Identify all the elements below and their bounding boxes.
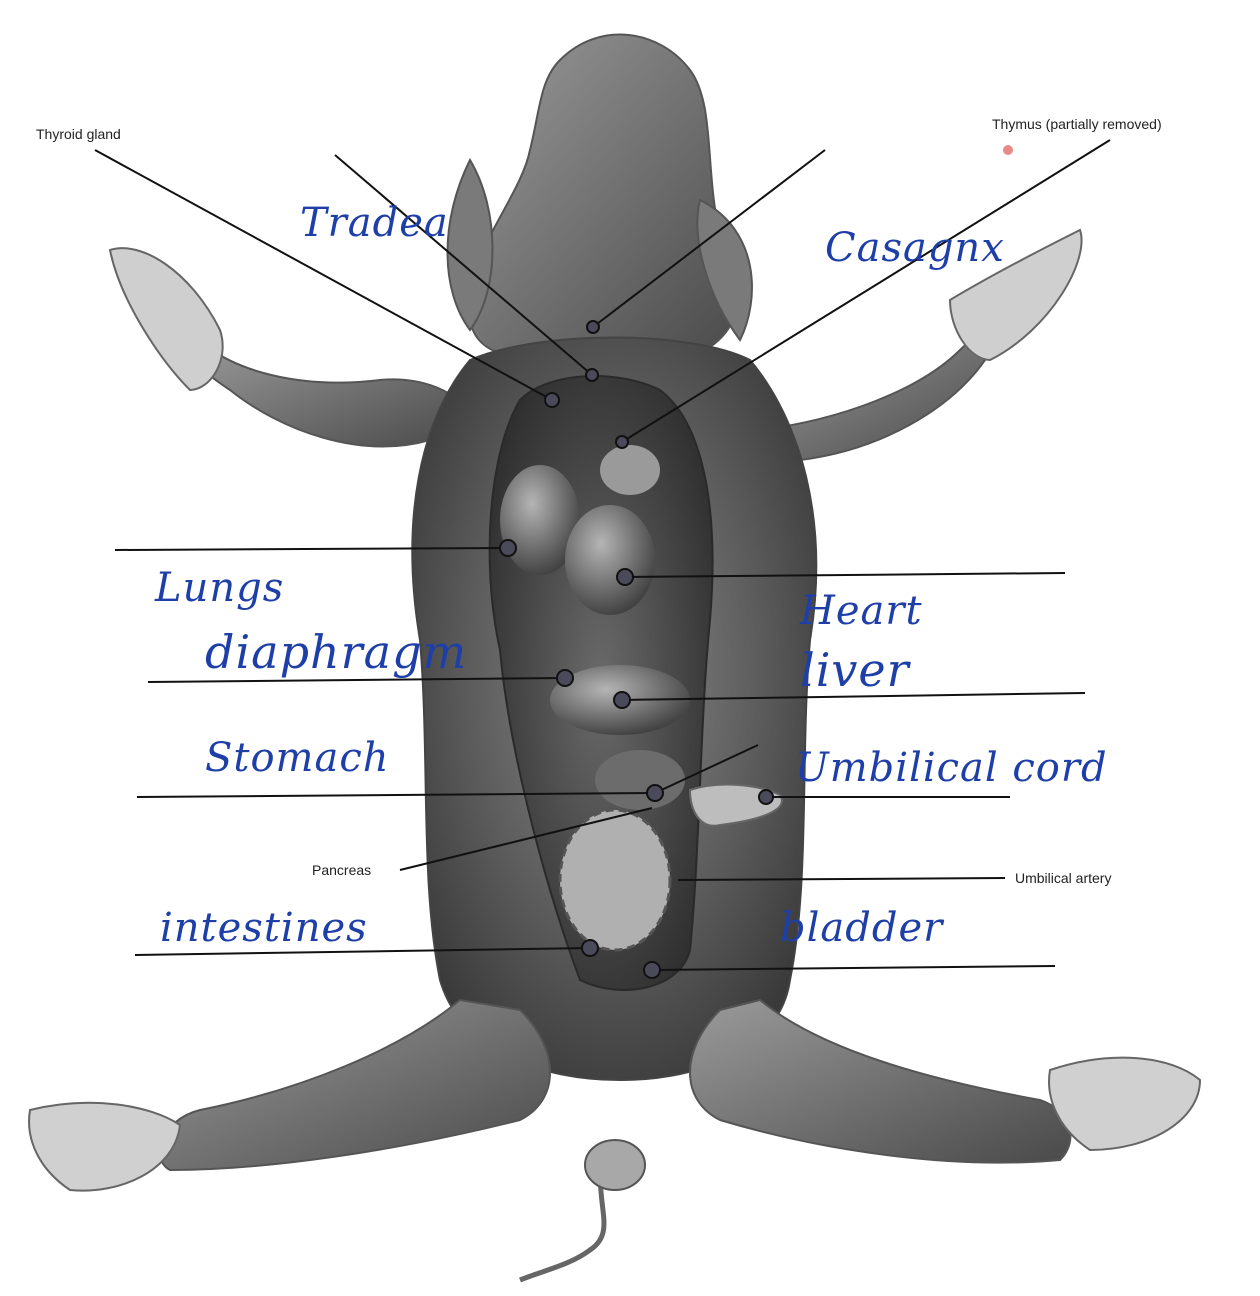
pin-trachea	[586, 369, 598, 381]
red-mark	[1003, 145, 1013, 155]
pin-thymus	[616, 436, 628, 448]
pin-umbilical-cord	[759, 790, 773, 804]
label-umbilical-artery: Umbilical artery	[1015, 870, 1111, 886]
stomach-organ	[595, 750, 685, 810]
label-thymus: Thymus (partially removed)	[992, 116, 1162, 132]
front-hoof-left	[110, 248, 223, 390]
hind-limb-left	[160, 1000, 550, 1170]
pin-bladder	[644, 962, 660, 978]
handwritten-liver: liver	[800, 643, 910, 697]
handwritten-lungs: Lungs	[155, 565, 284, 611]
label-thyroid-gland: Thyroid gland	[36, 126, 121, 142]
pin-lungs	[500, 540, 516, 556]
pin-liver	[614, 692, 630, 708]
pin-heart	[617, 569, 633, 585]
handwritten-stomach: Stomach	[205, 735, 390, 781]
thymus-organ	[600, 445, 660, 495]
hind-hoof-right	[1049, 1058, 1200, 1150]
label-pancreas: Pancreas	[312, 862, 371, 878]
pin-intestines	[582, 940, 598, 956]
handwritten-heart: Heart	[800, 588, 923, 634]
handwritten-intestines: intestines	[160, 905, 368, 951]
heart-organ	[565, 505, 655, 615]
pig-genital-area	[585, 1140, 645, 1190]
intestines-organ	[560, 810, 670, 950]
hind-hoof-left	[29, 1103, 180, 1191]
pig-head	[469, 35, 738, 362]
pin-larynx	[587, 321, 599, 333]
handwritten-bladder: bladder	[780, 905, 943, 951]
pin-thyroid	[545, 393, 559, 407]
handwritten-diaphragm: diaphragm	[205, 625, 467, 679]
pin-stomach	[647, 785, 663, 801]
handwritten-umbilical-cord: Umbilical cord	[795, 745, 1108, 791]
pin-diaphragm	[557, 670, 573, 686]
hind-limb-right	[690, 1000, 1070, 1163]
front-limb-left	[196, 340, 470, 446]
handwritten-trachea: Tradea	[300, 200, 449, 246]
handwritten-larynx: Casagnx	[825, 225, 1005, 271]
